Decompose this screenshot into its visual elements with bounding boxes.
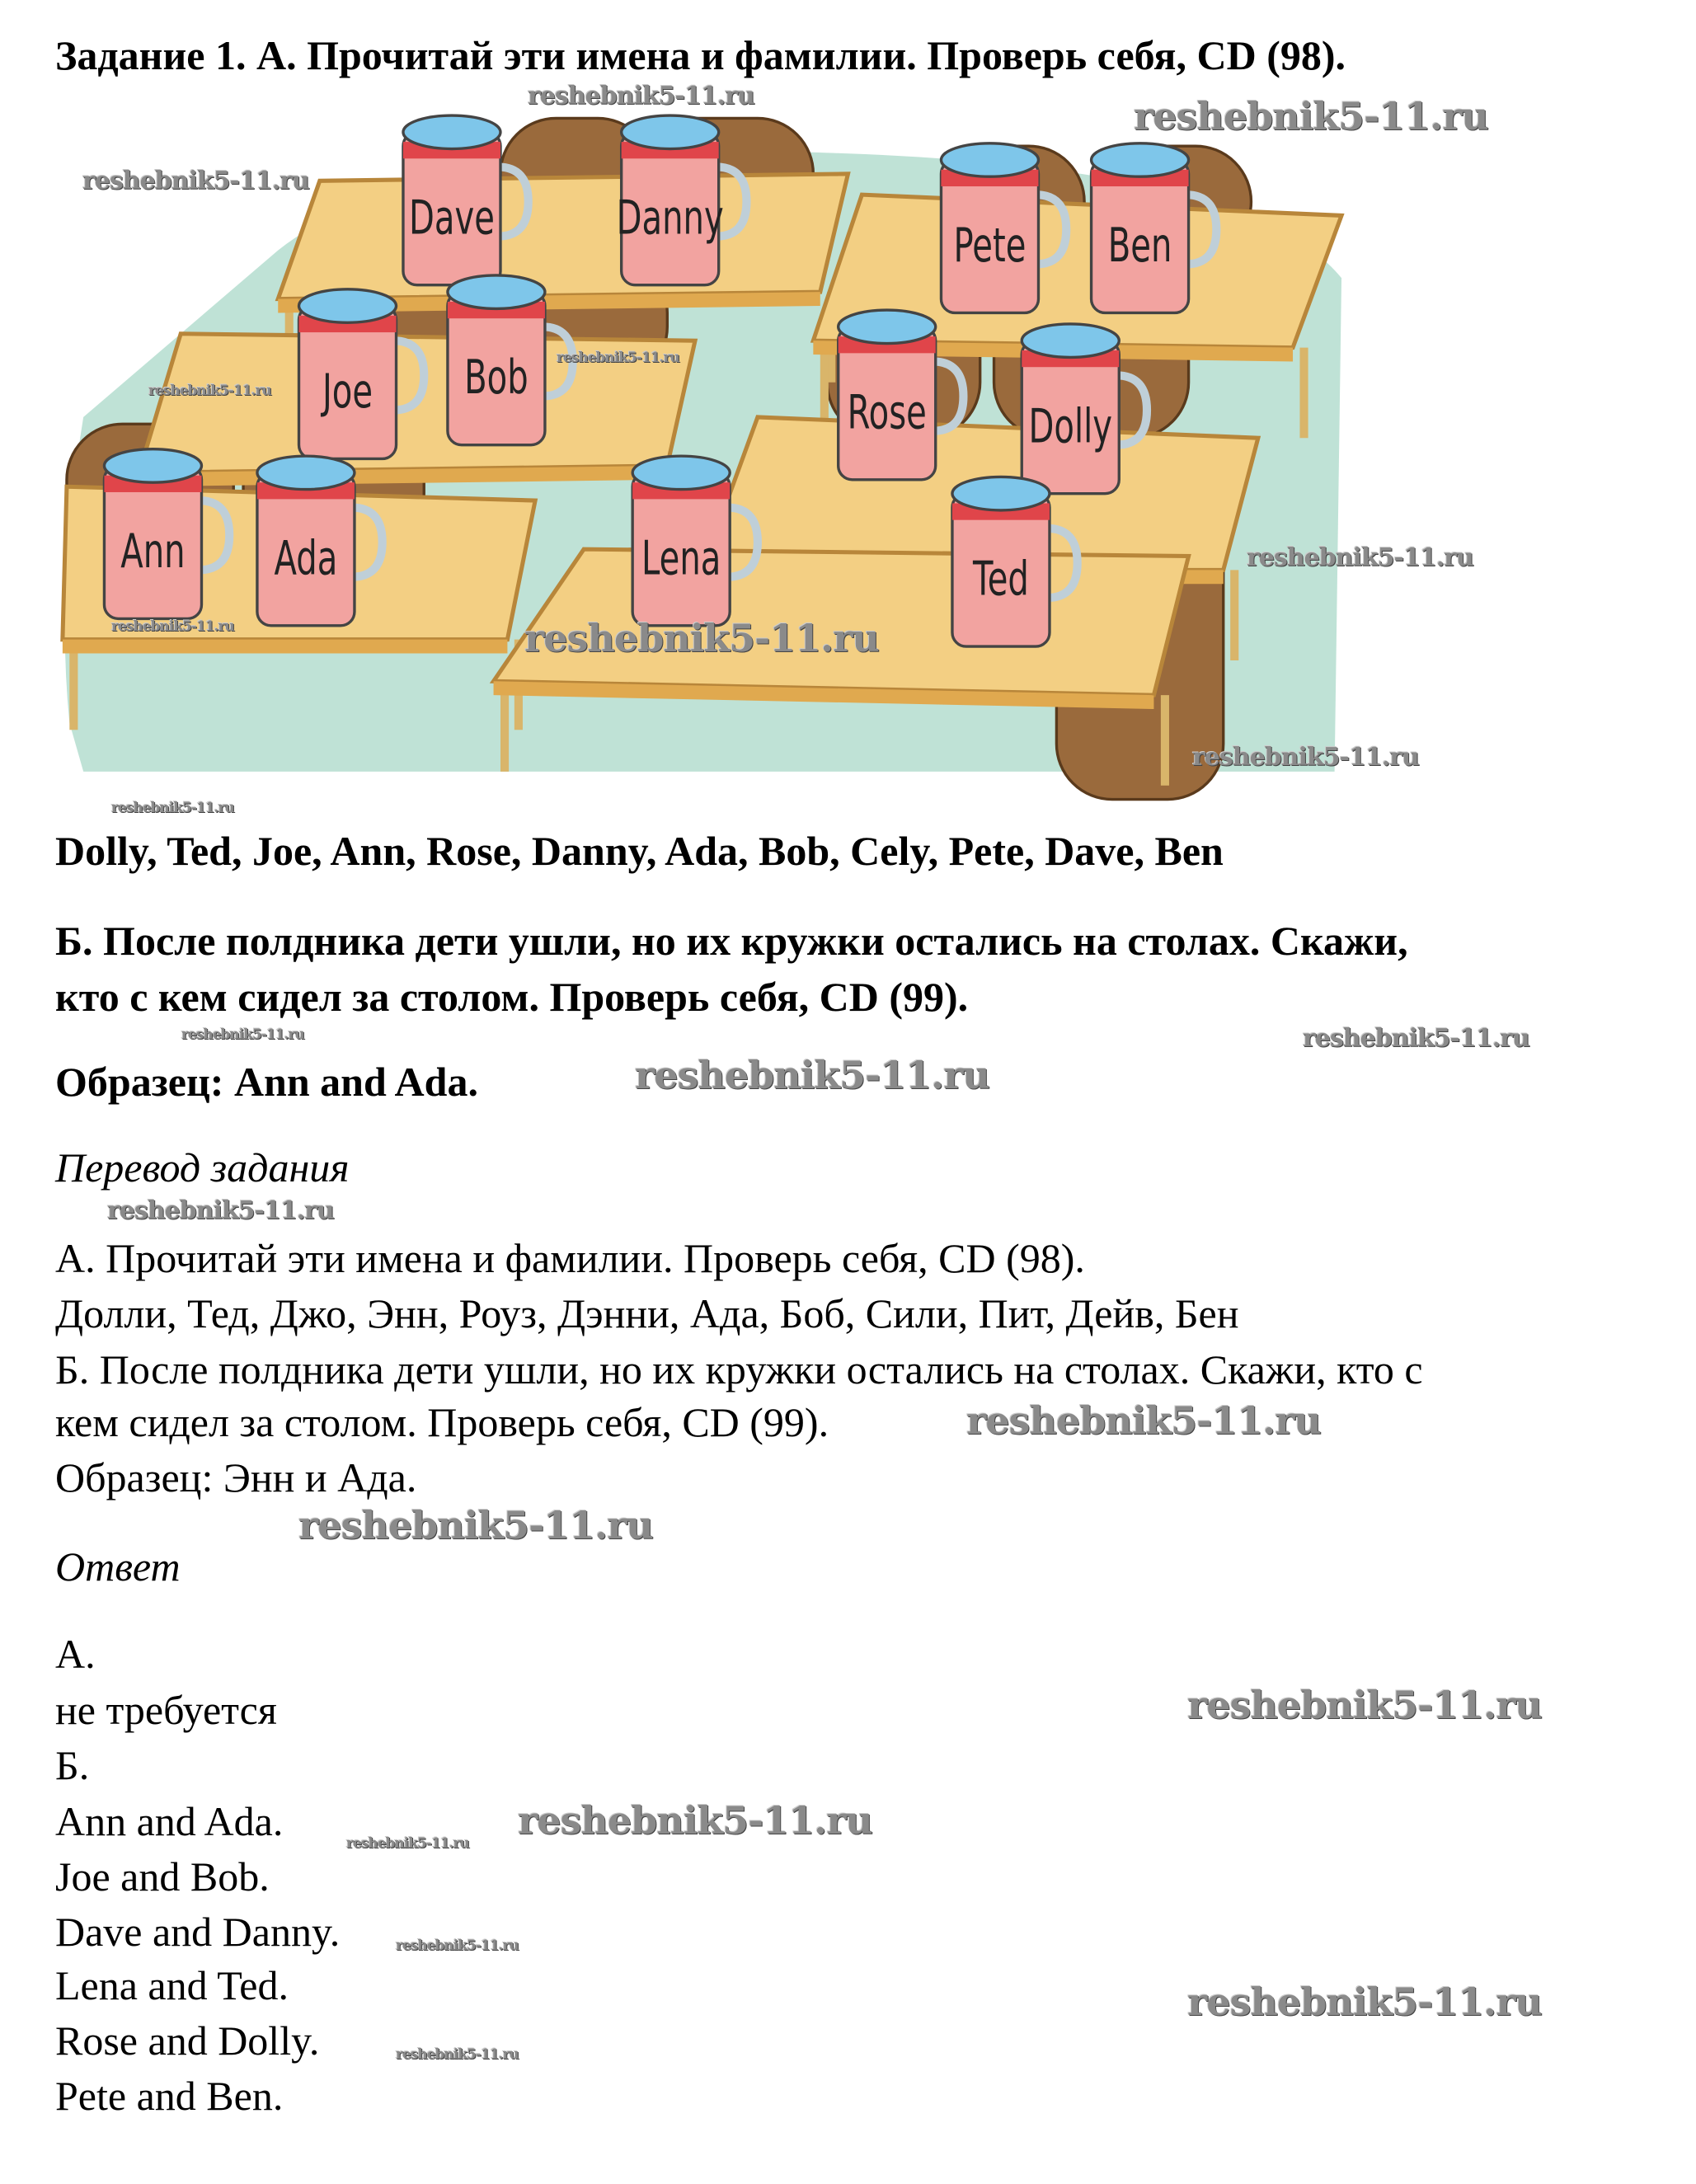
mug: Danny: [617, 114, 751, 287]
mug-handle: [1035, 190, 1071, 269]
watermark: reshebnik5-11.ru: [524, 616, 880, 660]
watermark: reshebnik5-11.ru: [82, 167, 310, 195]
mug-top: [402, 114, 502, 151]
watermark: reshebnik5-11.ru: [396, 1937, 519, 1954]
desk-edge: [62, 639, 508, 654]
mug-top: [256, 454, 356, 491]
mug-name-label: Ted: [972, 551, 1029, 606]
watermark: reshebnik5-11.ru: [528, 82, 755, 110]
answer-line: Dave and Danny.: [55, 1909, 341, 1955]
mug-top: [1020, 322, 1120, 359]
watermark: reshebnik5-11.ru: [298, 1503, 654, 1548]
mug-handle: [351, 503, 387, 581]
answer-line: Lena and Ted.: [55, 1962, 289, 2008]
mug: Lena: [631, 454, 762, 627]
watermark: reshebnik5-11.ru: [518, 1798, 873, 1843]
watermark: reshebnik5-11.ru: [1303, 1024, 1530, 1053]
answer-line: Pete and Ben.: [55, 2073, 284, 2119]
mug: Dolly: [1020, 322, 1152, 496]
names-list: Dolly, Ted, Joe, Ann, Rose, Danny, Ada, …: [55, 828, 1224, 874]
mug-handle: [726, 503, 762, 581]
mug: Ben: [1089, 142, 1221, 315]
desk-edge: [278, 292, 820, 313]
watermark: reshebnik5-11.ru: [181, 1026, 305, 1043]
mug-handle: [933, 357, 968, 435]
mug: Dave: [402, 114, 533, 287]
example: Образец: Ann and Ada.: [55, 1059, 478, 1105]
desk-edge: [493, 681, 1154, 709]
watermark: reshebnik5-11.ru: [148, 383, 272, 399]
watermark: reshebnik5-11.ru: [1247, 543, 1474, 572]
mug: Bob: [446, 274, 577, 447]
watermark: reshebnik5-11.ru: [966, 1398, 1322, 1443]
mug: Joe: [297, 288, 429, 461]
translation-line: Образец: Энн и Ада.: [55, 1454, 417, 1501]
mug: Pete: [939, 142, 1071, 315]
mug-name-label: Ben: [1108, 218, 1172, 273]
mug-top: [446, 274, 547, 311]
mug-top: [1089, 142, 1191, 178]
watermark: reshebnik5-11.ru: [107, 1196, 335, 1225]
mug-name-label: Lena: [641, 530, 721, 585]
watermark: reshebnik5-11.ru: [1192, 743, 1420, 772]
mug: Ann: [102, 448, 234, 621]
mug-name-label: Bob: [464, 350, 529, 405]
mug-name-label: Joe: [321, 364, 373, 419]
translation-line: Б. После полдника дети ушли, но их кружк…: [55, 1346, 1423, 1393]
mug: Ted: [951, 475, 1082, 648]
mug-handle: [392, 336, 429, 415]
answer-line: А.: [55, 1631, 96, 1677]
mug-handle: [198, 496, 234, 575]
mug: Ada: [256, 454, 387, 627]
mug-name-label: Rose: [848, 384, 927, 439]
mug-top: [297, 288, 398, 324]
part-b-instruction-2: кто с кем сидел за столом. Проверь себя,…: [55, 974, 969, 1020]
mug-handle: [1185, 190, 1221, 269]
mug-name-label: Dolly: [1029, 398, 1112, 453]
mug-name-label: Dave: [409, 190, 495, 245]
mug-top: [619, 114, 721, 151]
answer-heading: Ответ: [55, 1543, 181, 1590]
watermark: reshebnik5-11.ru: [1187, 1683, 1543, 1727]
desk: [275, 171, 851, 302]
mug-top: [837, 308, 937, 345]
part-b-instruction-1: Б. После полдника дети ушли, но их кружк…: [55, 918, 1408, 964]
watermark: reshebnik5-11.ru: [1134, 94, 1489, 139]
mug-name-label: Ann: [120, 524, 185, 579]
mug-handle: [542, 322, 577, 401]
mug-top: [631, 454, 731, 491]
watermark: reshebnik5-11.ru: [111, 800, 235, 816]
answer-line: Rose and Dolly.: [55, 2017, 320, 2064]
mug-handle: [1116, 371, 1152, 449]
mug-handle: [716, 162, 751, 241]
answer-line: Ann and Ada.: [55, 1798, 284, 1844]
mug-top: [951, 475, 1051, 512]
answer-line: не требуется: [55, 1687, 277, 1733]
watermark: reshebnik5-11.ru: [635, 1053, 990, 1097]
watermark: reshebnik5-11.ru: [557, 350, 680, 366]
mug-top: [102, 448, 204, 484]
answer-line: Б.: [55, 1742, 90, 1788]
watermark: reshebnik5-11.ru: [346, 1835, 470, 1852]
mug: Rose: [837, 308, 968, 481]
mug-name-label: Ada: [275, 530, 338, 585]
watermark: reshebnik5-11.ru: [111, 618, 235, 635]
mug-handle: [497, 162, 533, 241]
watermark: reshebnik5-11.ru: [1187, 1980, 1543, 2024]
translation-line: Долли, Тед, Джо, Энн, Роуз, Дэнни, Ада, …: [55, 1290, 1239, 1336]
answer-line: Joe and Bob.: [55, 1853, 270, 1900]
mug-name-label: Pete: [954, 218, 1027, 273]
mug-top: [939, 142, 1041, 178]
watermark: reshebnik5-11.ru: [396, 2046, 519, 2063]
translation-heading: Перевод задания: [55, 1144, 350, 1191]
translation-line: кем сидел за столом. Проверь себя, CD (9…: [55, 1399, 829, 1445]
mug-handle: [1046, 524, 1082, 603]
task-title: Задание 1. А. Прочитай эти имена и фамил…: [55, 32, 1346, 78]
mug-name-label: Danny: [617, 190, 724, 245]
translation-line: А. Прочитай эти имена и фамилии. Проверь…: [55, 1235, 1085, 1281]
